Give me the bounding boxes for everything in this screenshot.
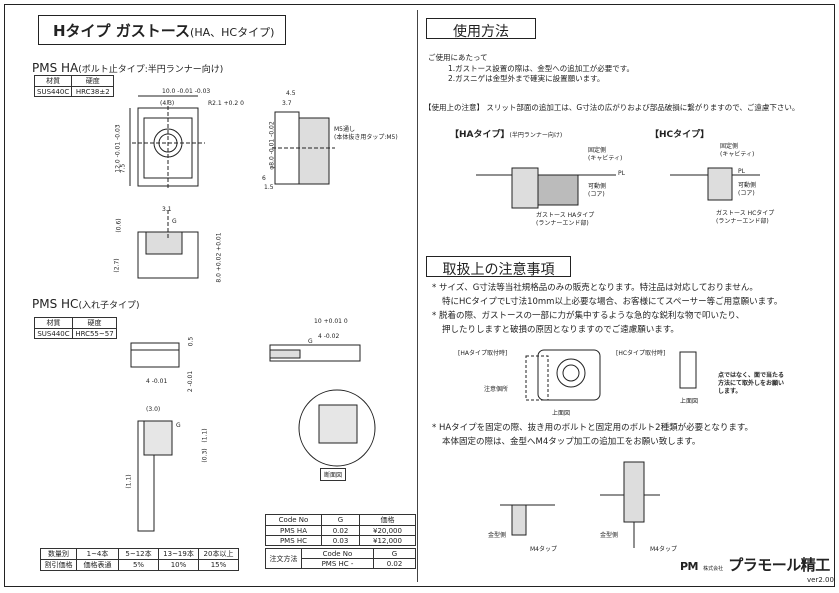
ha-dim-radius: R2.1 +0.2 0 <box>208 100 244 107</box>
m4-tap-label-2: M4タップ <box>650 546 677 553</box>
note-spot-label: 注意個所 <box>484 386 509 393</box>
hc-diagram-pl: PL <box>738 168 745 175</box>
page-title: Hタイプ ガストース(HA、HCタイプ) <box>38 15 286 45</box>
usage-item-2: 2.ガスニゲは金型外まで確実に設置願います。 <box>448 74 605 83</box>
hc-dim-l10: 10 +0.01 0 <box>314 318 348 325</box>
hc-install-fig-label: [HCタイプ取付時] <box>616 350 666 357</box>
top-view-label-2: 上面図 <box>680 398 699 405</box>
hc-dim-g: G <box>308 338 313 345</box>
hc-heading: PMS HC(入れ子タイプ) <box>32 297 140 311</box>
handling-line-6: 本体固定の際は、金型へM4タップ加工の追加工をお願い致します。 <box>442 437 701 447</box>
die-side-label: 金型側 <box>488 532 507 539</box>
usage-item-1: 1.ガストース設置の際は、金型への追加工が必要です。 <box>448 64 635 73</box>
hc-dim-4: 4 -0.02 <box>318 333 340 340</box>
top-view-label: 上面図 <box>552 410 571 417</box>
handling-line-5: * HAタイプを固定の際、抜き用のボルトと固定用のボルト2種類が必要となります。 <box>432 423 753 433</box>
ha-diagram-gas: ガストース HAタイプ(ランナーエンド部) <box>536 212 595 227</box>
center-divider <box>417 10 418 582</box>
ha-dim-6: 6 <box>262 175 266 182</box>
m4-tap-label: M4タップ <box>530 546 557 553</box>
ha-diagram-pl: PL <box>618 170 625 177</box>
ha-type-label: 【HAタイプ】(半円ランナー向け) <box>450 130 563 140</box>
ha-dim-3-1: 3.1 <box>162 206 172 213</box>
ha-dim-side-width: 4.5 <box>286 90 296 97</box>
hc-dim-4b: 4 -0.01 <box>146 378 168 385</box>
ha-heading: PMS HA(ボルト止タイプ:半円ランナー向け) <box>32 61 224 75</box>
hc-diagram-gas: ガストース HCタイプ(ランナーエンド部) <box>716 210 775 225</box>
handling-line-3: * 脱着の際、ガストースの一部に力が集中するような急的な鋭利な物で叩いたり、 <box>432 311 745 321</box>
handling-hint: 点ではなく、面で当たる方法にて取外しをお願いします。 <box>718 372 785 395</box>
hc-section-label: 断面図 <box>320 468 347 481</box>
ha-label-m5: M5通し <box>334 126 355 133</box>
hc-dim-3-0: (3.0) <box>146 406 161 413</box>
ha-dim-width: 10.0 -0.01 -0.03 <box>162 88 211 95</box>
handling-line-1: * サイズ、G寸法等当社規格品のみの販売となります。特注品は対応しておりません。 <box>432 283 758 293</box>
usage-heading: 使用方法 <box>426 18 536 40</box>
ha-diagram-move: 可動側(コア) <box>588 183 607 198</box>
ha-install-fig-label: [HAタイプ取付時] <box>458 350 508 357</box>
hc-type-label: 【HCタイプ】 <box>650 130 710 140</box>
die-side-label-2: 金型側 <box>600 532 619 539</box>
hc-diagram-move: 可動側(コア) <box>738 182 757 197</box>
ha-dim-1-5: 1.5 <box>264 184 274 191</box>
company-logo: PM 株式会社 プラモール精工 <box>680 556 830 574</box>
handling-line-2: 特にHCタイプでL寸法10mm以上必要な場合、お客様にてスペーサー等ご用意願いま… <box>442 297 783 307</box>
ha-dim-inner: (4.3) <box>160 100 175 107</box>
usage-caution: 【使用上の注意】 スリット部面の追加工は、G寸法の広がりおよび部品破損に繋がりま… <box>424 103 800 112</box>
hc-diagram-fixed: 固定側(キャビティ) <box>720 143 755 158</box>
ha-label-m5-note: (本体抜き用タップ:M5) <box>334 134 398 141</box>
ha-dim-g: G <box>172 218 177 225</box>
ha-dim-side-width2: 3.7 <box>282 100 292 107</box>
handling-line-4: 押したりしますと破損の原因となりますのでご遠慮願います。 <box>442 325 679 335</box>
handling-heading: 取扱上の注意事項 <box>426 256 571 278</box>
ha-diagram-fixed: 固定側(キャビティ) <box>588 147 623 162</box>
page-frame <box>4 4 835 587</box>
version-label: ver2.00 <box>807 576 834 584</box>
hc-dim-g2: G <box>176 422 181 429</box>
usage-intro: ご使用にあたって <box>428 53 488 62</box>
